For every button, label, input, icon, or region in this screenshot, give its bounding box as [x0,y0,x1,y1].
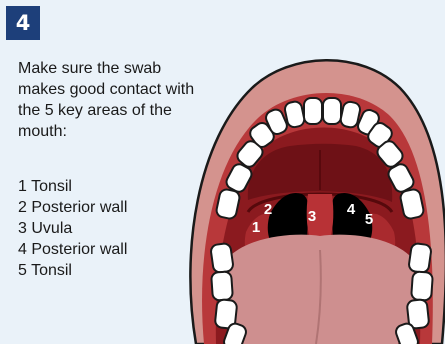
label-4: 4 [347,201,356,218]
area-item: 5 Tonsil [18,260,127,281]
area-item: 4 Posterior wall [18,239,127,260]
label-3: 3 [308,208,316,225]
step-number-badge: 4 [6,6,40,40]
area-number: 3 [18,220,27,237]
area-item: 3 Uvula [18,218,127,239]
area-number: 4 [18,241,27,258]
open-mouth-diagram: 1 2 3 4 5 [168,58,445,344]
area-number: 5 [18,262,27,279]
key-areas-list: 1 Tonsil 2 Posterior wall 3 Uvula 4 Post… [18,176,127,281]
area-name: Uvula [31,220,72,237]
area-name: Tonsil [31,262,72,279]
area-number: 2 [18,199,27,216]
area-name: Tonsil [31,178,72,195]
label-1: 1 [252,219,260,236]
area-item: 2 Posterior wall [18,197,127,218]
label-2: 2 [264,201,272,218]
area-item: 1 Tonsil [18,176,127,197]
area-name: Posterior wall [31,199,127,216]
area-number: 1 [18,178,27,195]
label-5: 5 [365,211,373,228]
area-name: Posterior wall [31,241,127,258]
